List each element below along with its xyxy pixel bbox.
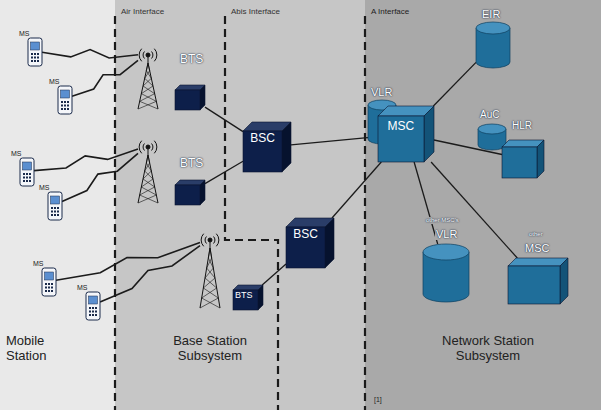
node-label: MS [19, 30, 30, 38]
region-label: [1] [374, 396, 382, 404]
mobile-phone [42, 268, 56, 296]
interface-lines [115, 16, 365, 410]
network-node: MS [20, 158, 34, 186]
node-label: VLR [435, 228, 458, 240]
cube-shape [243, 122, 291, 172]
node-shape [476, 22, 510, 68]
network-node: BSC [243, 122, 291, 172]
mobile-phone [28, 38, 42, 66]
node-shape [286, 218, 334, 268]
node-shape [86, 292, 100, 320]
node-shape [136, 135, 208, 207]
database-cylinder [476, 22, 510, 68]
node-label: other MSC's [425, 217, 460, 224]
node-shape [478, 124, 506, 150]
node-shape [20, 158, 34, 186]
node-shape [423, 244, 469, 302]
network-node: AuC [478, 124, 506, 150]
node-label: other [528, 231, 544, 238]
network-node: MS [48, 192, 62, 220]
node-shape [58, 86, 72, 114]
node-shape [378, 106, 434, 162]
link-line [262, 264, 286, 285]
cube-shape [175, 180, 205, 205]
region-label: Abis Interface [231, 7, 280, 16]
node-label: HLR [512, 120, 532, 131]
network-node: otherMSC [508, 258, 568, 304]
node-shape [508, 258, 568, 304]
node-label: BTS [180, 53, 203, 66]
mobile-phone [48, 192, 62, 220]
region-label: Base Station Subsystem [150, 334, 270, 364]
node-label: EIR [482, 8, 500, 20]
cube-shape [175, 85, 205, 110]
mobile-phone [86, 292, 100, 320]
radio-link [42, 50, 138, 59]
network-node: BTS [136, 45, 208, 113]
link-line [291, 137, 378, 145]
radio-link [100, 246, 200, 303]
region-label: Network Station Subsystem [418, 334, 558, 364]
node-label: MS [49, 78, 60, 86]
network-node: BTS [198, 228, 266, 312]
network-node: MS [58, 86, 72, 114]
link-line [433, 62, 476, 106]
node-label: BTS [180, 157, 203, 170]
mobile-phone [58, 86, 72, 114]
radio-link [62, 153, 138, 201]
network-node: MSC [378, 106, 434, 162]
antenna-tower [138, 141, 158, 203]
cube-shape [508, 258, 568, 304]
node-label: MS [77, 284, 88, 292]
link-line [205, 107, 243, 132]
bss-band [115, 0, 365, 410]
node-label: BTS [235, 291, 253, 301]
nss-band [365, 0, 601, 410]
cube-shape [286, 218, 334, 268]
node-shape [42, 268, 56, 296]
network-node: MS [42, 268, 56, 296]
database-cylinder [423, 244, 469, 302]
region-label: Air Interface [121, 7, 164, 16]
network-node: other MSC'sVLR [423, 244, 469, 302]
node-label: BSC [293, 228, 318, 241]
database-cylinder [478, 124, 506, 150]
node-label: VLR [371, 86, 392, 98]
radio-link [72, 60, 138, 96]
network-node: MS [28, 38, 42, 66]
network-node: MS [86, 292, 100, 320]
node-shape [243, 122, 291, 172]
node-shape [198, 228, 266, 312]
node-label: MS [33, 260, 44, 268]
cube-shape [502, 140, 544, 178]
node-shape [502, 140, 544, 178]
antenna-tower [138, 49, 158, 109]
link-line [205, 161, 243, 183]
region-label: A Interface [371, 7, 409, 16]
network-node: HLR [502, 140, 544, 178]
network-node: EIR [476, 22, 510, 68]
node-label: AuC [480, 109, 499, 120]
region-label: Mobile Station [6, 334, 78, 364]
node-label: MS [11, 150, 22, 158]
node-label: BSC [250, 132, 275, 145]
cube-shape [233, 285, 263, 310]
node-shape [48, 192, 62, 220]
cube-shape [378, 106, 434, 162]
node-shape [28, 38, 42, 66]
link-line [332, 162, 381, 218]
mobile-band [0, 0, 115, 410]
node-label: MSC [524, 242, 550, 254]
antenna-tower [200, 234, 220, 308]
node-label: MSC [388, 120, 415, 133]
network-node: BSC [286, 218, 334, 268]
network-node: BTS [136, 135, 208, 207]
node-label: MS [39, 184, 50, 192]
mobile-phone [20, 158, 34, 186]
